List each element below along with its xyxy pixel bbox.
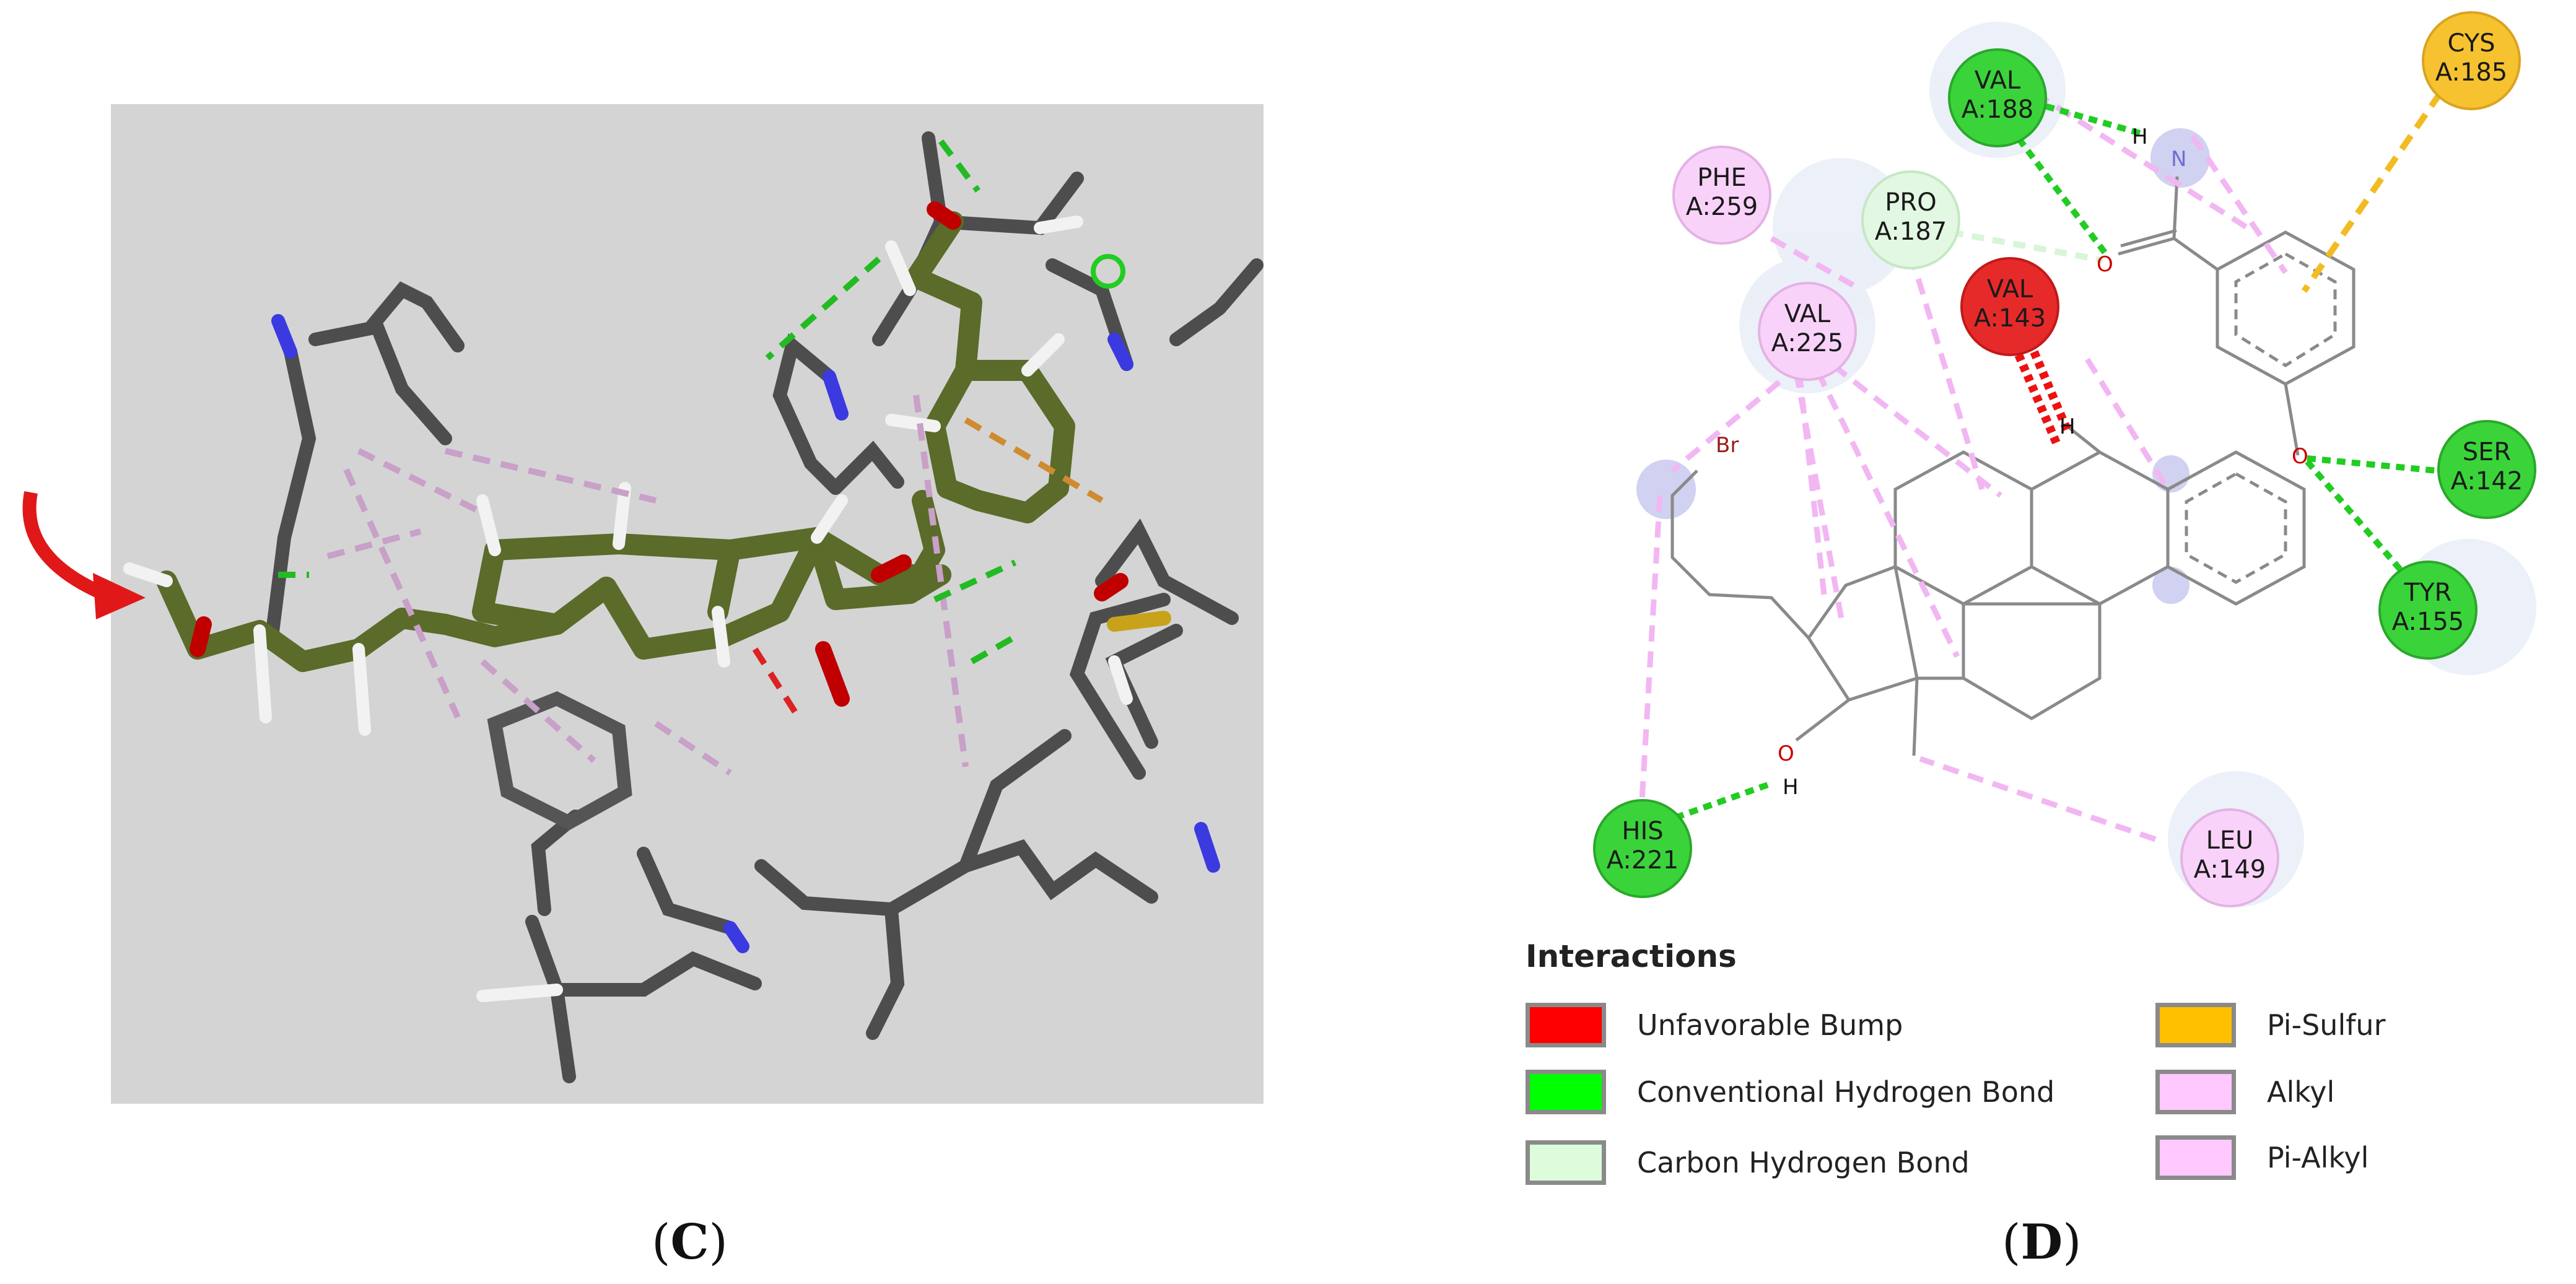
residue-disc — [1593, 799, 1692, 898]
residue-number: A:188 — [1962, 95, 2033, 124]
conventional-hbond-lines — [1674, 99, 2438, 821]
residue-val225: VAL A:225 — [1758, 282, 1857, 381]
residue-name: PRO — [1885, 188, 1936, 217]
residue-name: SER — [2463, 438, 2511, 466]
caption-c: (C) — [652, 1214, 728, 1270]
hydrogen-sticks — [123, 216, 1133, 1002]
atom-label-o-ether: O — [2292, 444, 2308, 469]
atom-label-h-top: H — [2132, 124, 2148, 149]
oxygen-sticks — [190, 201, 1129, 707]
legend-item-alkyl: Alkyl — [2155, 1067, 2334, 1117]
legend-item-conventional-hbond: Conventional Hydrogen Bond — [1526, 1067, 2054, 1117]
residue-halos — [1739, 22, 2536, 907]
residue-number: A:155 — [2392, 608, 2464, 636]
pi-alkyl-dashes-3d — [326, 395, 969, 776]
residue-his221: HIS A:221 — [1593, 799, 1692, 898]
atom-label-o-bottom: O — [1778, 741, 1794, 766]
panel-c-3d-view — [111, 104, 1264, 1104]
residue-disc — [1948, 48, 2047, 147]
residue-disc — [1672, 146, 1771, 245]
legend-label: Pi-Alkyl — [2267, 1141, 2369, 1174]
residue-name: PHE — [1697, 164, 1746, 192]
legend-label: Alkyl — [2267, 1075, 2335, 1109]
unfavorable-bump-lines — [2006, 330, 2073, 445]
residue-name: HIS — [1622, 817, 1663, 845]
residue-cys185: CYS A:185 — [2422, 11, 2521, 110]
carbon-hbond-lines — [1950, 229, 2103, 263]
residue-name: VAL — [1975, 66, 2021, 95]
aromatic-ring-protein — [487, 691, 632, 831]
caption-d: (D) — [2002, 1214, 2082, 1270]
residue-number: A:143 — [1974, 304, 2046, 333]
residue-val143: VAL A:143 — [1960, 257, 2059, 356]
legend-swatch — [1526, 1003, 1606, 1047]
legend-swatch — [1526, 1070, 1606, 1114]
residue-number: A:149 — [2194, 855, 2266, 884]
residue-pro187: PRO A:187 — [1861, 170, 1960, 269]
caption-d-letter: D — [2020, 1214, 2063, 1270]
legend-item-pi-alkyl: Pi-Alkyl — [2155, 1133, 2369, 1182]
nitrogen-sticks — [271, 314, 1220, 953]
protein-ligand-3d-render — [123, 131, 1264, 1083]
atom-label-br: Br — [1716, 433, 1739, 458]
legend-item-carbon-hbond: Carbon Hydrogen Bond — [1526, 1138, 1970, 1187]
residue-name: VAL — [1987, 275, 2033, 304]
residue-number: A:142 — [2451, 467, 2523, 496]
legend-item-pi-sulfur: Pi-Sulfur — [2155, 1000, 2386, 1050]
curved-arrow-icon — [22, 491, 108, 601]
legend-swatch — [2155, 1070, 2236, 1114]
sulfur-sticks — [1107, 611, 1171, 632]
residue-disc — [1861, 170, 1960, 269]
atom-label-h-bottom: H — [1783, 775, 1799, 800]
atom-label-o-amide: O — [2097, 252, 2113, 277]
legend-label: Pi-Sulfur — [2267, 1008, 2386, 1042]
residue-disc — [2437, 420, 2536, 519]
residue-number: A:259 — [1686, 193, 1758, 221]
hbond-dashes-3d — [278, 139, 1017, 665]
arrow-head-icon — [93, 573, 146, 619]
residue-disc — [2422, 11, 2521, 110]
legend-swatch — [2155, 1135, 2236, 1180]
residue-number: A:221 — [1607, 846, 1679, 875]
caption-c-letter: C — [670, 1214, 709, 1270]
residue-leu149: LEU A:149 — [2180, 808, 2279, 907]
residue-tyr155: TYR A:155 — [2378, 561, 2478, 660]
ligand-skeleton — [1670, 176, 2356, 756]
legend-label: Unfavorable Bump — [1637, 1008, 1903, 1042]
bump-dash-3d — [752, 647, 801, 719]
residue-number: A:225 — [1771, 329, 1843, 357]
legend-label: Conventional Hydrogen Bond — [1637, 1075, 2055, 1109]
hbond-marker-3d — [1091, 254, 1125, 289]
legend-item-unfavorable-bump: Unfavorable Bump — [1526, 1000, 1903, 1050]
atom-label-h-mid: H — [2059, 414, 2076, 439]
atom-label-n: N — [2171, 147, 2186, 172]
legend-swatch — [2155, 1003, 2236, 1047]
legend-swatch — [1526, 1140, 1606, 1185]
residue-disc — [1758, 282, 1857, 381]
protein-sticks — [265, 131, 1264, 1083]
legend-title: Interactions — [1526, 938, 1737, 974]
residue-disc — [2378, 561, 2478, 660]
residue-name: LEU — [2206, 826, 2254, 855]
residue-disc — [1960, 257, 2059, 356]
residue-val188: VAL A:188 — [1948, 48, 2047, 147]
residue-ser142: SER A:142 — [2437, 420, 2536, 519]
legend-label: Carbon Hydrogen Bond — [1637, 1146, 1970, 1179]
residue-name: TYR — [2404, 579, 2452, 607]
pi-sulfur-lines — [2301, 91, 2443, 293]
residue-number: A:187 — [1875, 217, 1947, 246]
residue-number: A:185 — [2435, 58, 2507, 87]
residue-name: CYS — [2447, 29, 2495, 58]
residue-name: VAL — [1784, 300, 1831, 328]
residue-disc — [2180, 808, 2279, 907]
residue-phe259: PHE A:259 — [1672, 146, 1771, 245]
alkyl-lines — [1638, 90, 2288, 842]
